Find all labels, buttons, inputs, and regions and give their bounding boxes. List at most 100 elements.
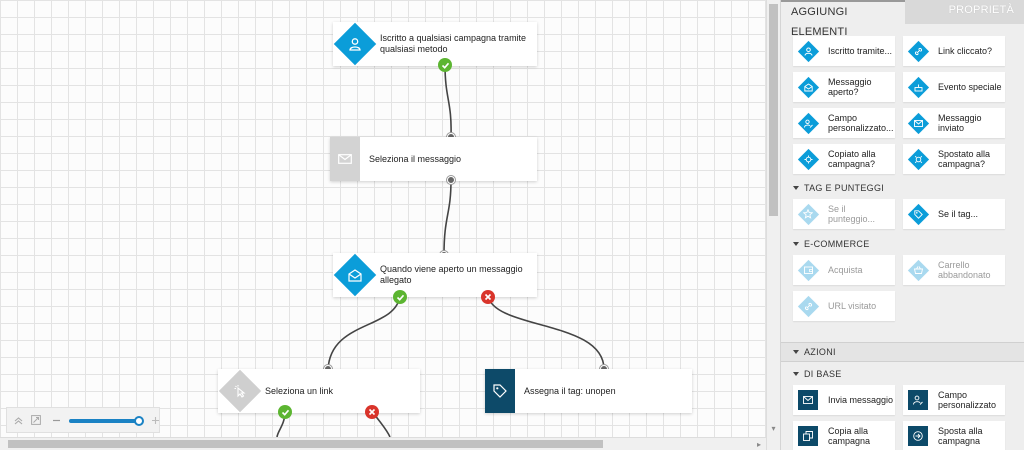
panel-item-label: Sposta alla campagna bbox=[938, 425, 983, 447]
open-envelope-icon bbox=[343, 265, 367, 285]
panel-item-label: URL visitato bbox=[828, 300, 877, 311]
panel-item-label: Evento speciale bbox=[938, 81, 1002, 92]
panel-item-if-score[interactable]: Se il punteggio... bbox=[793, 199, 895, 229]
horizontal-scrollbar[interactable]: ▸ bbox=[0, 437, 766, 450]
flow-node-select-message[interactable]: Seleziona il messaggio bbox=[330, 137, 537, 181]
flow-node-message-opened[interactable]: Quando viene aperto un messaggio allegat… bbox=[333, 253, 537, 297]
section-title-basic[interactable]: DI BASE bbox=[781, 367, 1024, 381]
zoom-controls bbox=[6, 407, 160, 433]
arrow-right-circle-icon bbox=[907, 425, 929, 447]
open-envelope-icon bbox=[797, 76, 819, 98]
panel-item-label: Spostato alla campagna? bbox=[938, 148, 991, 170]
no-badge[interactable] bbox=[365, 405, 379, 419]
panel-item-copy-to-campaign[interactable]: Copia alla campagna bbox=[793, 421, 895, 450]
collapse-triangle-icon bbox=[793, 350, 799, 354]
node-label: Seleziona un link bbox=[265, 385, 334, 396]
panel-item-label: Campo personalizzato... bbox=[828, 112, 894, 134]
panel-item-label: Messaggio aperto? bbox=[828, 76, 872, 98]
section-title-ecommerce[interactable]: E-COMMERCE bbox=[781, 237, 1024, 251]
zoom-slider-track[interactable] bbox=[69, 419, 139, 423]
collapse-triangle-icon bbox=[793, 242, 799, 246]
panel-item-label: Copiato alla campagna? bbox=[828, 148, 876, 170]
cursor-click-icon bbox=[228, 381, 252, 401]
tag-icon bbox=[907, 203, 929, 225]
panel-item-copied-to-campaign[interactable]: Copiato alla campagna? bbox=[793, 144, 895, 174]
move-gear-icon bbox=[907, 148, 929, 170]
fit-screen-icon[interactable] bbox=[29, 413, 43, 427]
section-title-tags[interactable]: TAG E PUNTEGGI bbox=[781, 181, 1024, 195]
zoom-in-icon[interactable] bbox=[148, 413, 162, 427]
panel-item-custom-field[interactable]: Campo personalizzato... bbox=[793, 108, 895, 138]
horizontal-scroll-thumb[interactable] bbox=[8, 440, 603, 448]
flow-node-assign-tag[interactable]: Assegna il tag: unopen bbox=[485, 369, 692, 413]
tab-properties[interactable]: PROPRIETÀ bbox=[905, 0, 1024, 24]
panel-item-special-event[interactable]: Evento speciale bbox=[903, 72, 1005, 102]
node-label: Assegna il tag: unopen bbox=[524, 385, 616, 396]
panel-item-label: Copia alla campagna bbox=[828, 425, 871, 447]
wallet-icon bbox=[797, 259, 819, 281]
yes-badge[interactable] bbox=[278, 405, 292, 419]
panel-item-subscribed[interactable]: Iscritto tramite... bbox=[793, 36, 895, 66]
panel-item-move-to-campaign[interactable]: Sposta alla campagna bbox=[903, 421, 1005, 450]
panel-item-if-tag[interactable]: Se il tag... bbox=[903, 199, 1005, 229]
panel-tabs: AGGIUNGI ELEMENTI PROPRIETÀ bbox=[781, 0, 1024, 38]
panel-item-label: Messaggio inviato bbox=[938, 112, 982, 134]
collapse-triangle-icon bbox=[793, 186, 799, 190]
zoom-slider-handle[interactable] bbox=[134, 416, 144, 426]
panel-item-label: Iscritto tramite... bbox=[828, 45, 893, 56]
panel-item-url-visited[interactable]: URL visitato bbox=[793, 291, 895, 321]
yes-badge[interactable] bbox=[438, 58, 452, 72]
flow-node-select-link[interactable]: Seleziona un link bbox=[218, 369, 420, 413]
envelope-icon bbox=[797, 389, 819, 411]
panel-item-label: Se il punteggio... bbox=[828, 203, 876, 225]
panel-item-message-sent[interactable]: Messaggio inviato bbox=[903, 108, 1005, 138]
panel-item-label: Se il tag... bbox=[938, 208, 979, 219]
scroll-down-arrow-icon[interactable]: ▾ bbox=[771, 424, 776, 433]
node-label: Quando viene aperto un messaggio allegat… bbox=[380, 264, 523, 285]
user-edit-icon bbox=[907, 389, 929, 411]
no-badge[interactable] bbox=[481, 290, 495, 304]
user-edit-icon bbox=[797, 112, 819, 134]
panel-item-moved-to-campaign[interactable]: Spostato alla campagna? bbox=[903, 144, 1005, 174]
user-icon bbox=[797, 40, 819, 62]
panel-item-link-clicked[interactable]: Link cliccato? bbox=[903, 36, 1005, 66]
vertical-scroll-thumb[interactable] bbox=[769, 4, 778, 216]
panel-item-message-opened[interactable]: Messaggio aperto? bbox=[793, 72, 895, 102]
cake-icon bbox=[907, 76, 929, 98]
zoom-out-icon[interactable] bbox=[49, 413, 63, 427]
copy-gear-icon bbox=[797, 148, 819, 170]
panel-item-label: Link cliccato? bbox=[938, 45, 993, 56]
output-port[interactable] bbox=[447, 176, 455, 184]
tag-icon bbox=[485, 369, 515, 413]
section-header-actions[interactable]: AZIONI bbox=[781, 342, 1024, 362]
envelope-icon bbox=[907, 112, 929, 134]
ecommerce-list: Acquista Carrello abbandonato URL visita… bbox=[781, 255, 1024, 321]
link-icon bbox=[797, 295, 819, 317]
collapse-triangle-icon bbox=[793, 372, 799, 376]
vertical-scrollbar[interactable]: ▾ bbox=[766, 0, 780, 450]
panel-item-send-message[interactable]: Invia messaggio bbox=[793, 385, 895, 415]
workflow-canvas[interactable]: Iscritto a qualsiasi campagna tramite qu… bbox=[0, 0, 766, 437]
panel-item-abandoned-cart[interactable]: Carrello abbandonato bbox=[903, 255, 1005, 285]
flow-node-subscribed[interactable]: Iscritto a qualsiasi campagna tramite qu… bbox=[333, 22, 537, 66]
panel-item-purchase[interactable]: Acquista bbox=[793, 255, 895, 285]
scroll-right-arrow-icon[interactable]: ▸ bbox=[756, 440, 761, 449]
link-icon bbox=[907, 40, 929, 62]
actions-list: Invia messaggio Campo personalizzato Cop… bbox=[781, 385, 1024, 450]
panel-item-label: Invia messaggio bbox=[828, 394, 894, 405]
copy-icon bbox=[797, 425, 819, 447]
panel-item-label: Campo personalizzato bbox=[938, 389, 997, 411]
basket-icon bbox=[907, 259, 929, 281]
tab-add-elements[interactable]: AGGIUNGI ELEMENTI bbox=[781, 0, 905, 38]
star-icon bbox=[797, 203, 819, 225]
panel-item-set-custom-field[interactable]: Campo personalizzato bbox=[903, 385, 1005, 415]
panel-item-label: Acquista bbox=[828, 264, 863, 275]
tags-list: Se il punteggio... Se il tag... bbox=[781, 199, 1024, 229]
collapse-icon[interactable] bbox=[11, 413, 25, 427]
yes-badge[interactable] bbox=[393, 290, 407, 304]
envelope-icon bbox=[330, 137, 360, 181]
node-label: Iscritto a qualsiasi campagna tramite qu… bbox=[380, 33, 527, 54]
user-icon bbox=[343, 34, 367, 54]
conditions-list: Iscritto tramite... Link cliccato? Messa… bbox=[781, 36, 1024, 174]
elements-panel: AGGIUNGI ELEMENTI PROPRIETÀ Iscritto tra… bbox=[780, 0, 1024, 450]
